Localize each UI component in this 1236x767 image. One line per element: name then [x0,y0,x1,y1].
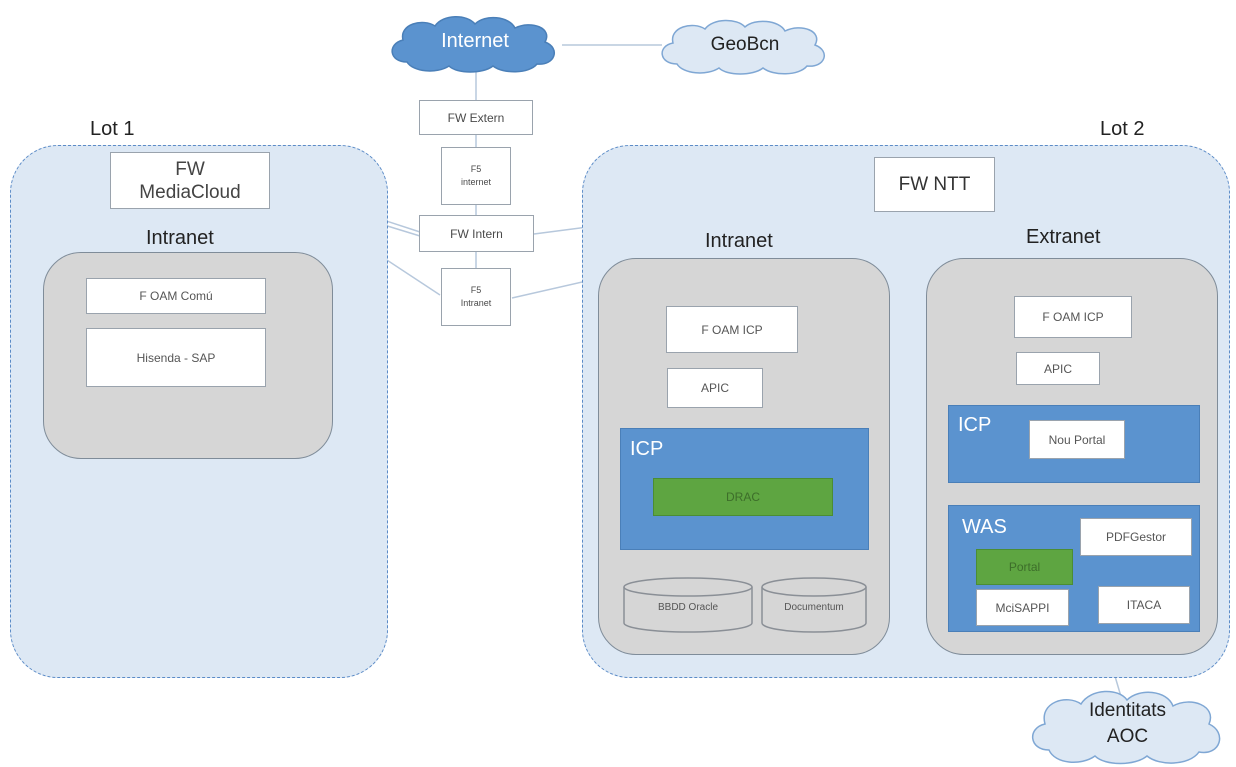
f5-internet-label-2: internet [460,177,492,187]
lot1-label: Lot 1 [90,118,135,140]
extranet-oam-icp-box: F OAM ICP [1014,296,1132,338]
fw-intern-label: FW Intern [450,226,503,241]
intranet-icp-title: ICP [630,438,664,460]
lot2-extranet-title: Extranet [1026,226,1101,248]
fw-mediacloud-label-2: MediaCloud [139,181,241,203]
internet-cloud-shape [391,16,555,73]
lot2-label: Lot 2 [1100,118,1145,140]
mcisappi-label: MciSAPPI [995,600,1050,615]
portal-box: Portal [976,549,1073,585]
portal-label: Portal [1008,560,1041,574]
extranet-oam-icp-label: F OAM ICP [1042,310,1104,324]
oam-comu-box: F OAM Comú [86,278,266,314]
itaca-label: ITACA [1126,598,1162,612]
intranet-apic-label: APIC [700,381,729,395]
internet-cloud-label: Internet [441,30,509,52]
fw-extern-label: FW Extern [447,110,505,125]
oam-comu-label: F OAM Comú [139,289,213,303]
fw-extern-box: FW Extern [419,100,533,135]
geobcn-cloud-shape [661,19,825,75]
fw-ntt-box: FW NTT [874,157,995,212]
lot1-intranet-title: Intranet [146,227,214,249]
identitats-cloud-label-2: AOC [1106,726,1149,747]
fw-mediacloud-label-1: FW [175,158,205,180]
intranet-oam-icp-box: F OAM ICP [666,306,798,353]
geobcn-cloud-label: GeoBcn [710,34,780,55]
documentum-label: Documentum [784,602,844,613]
f5-internet-box: F5 internet [441,147,511,205]
f5-intranet-box: F5 Intranet [441,268,511,326]
extranet-apic-label: APIC [1043,361,1072,376]
f5-intranet-label-2: Intranet [460,298,492,308]
mcisappi-box: MciSAPPI [976,589,1069,626]
extranet-apic-box: APIC [1016,352,1100,385]
identitats-cloud-shape [1032,690,1221,765]
nou-portal-box: Nou Portal [1029,420,1125,459]
nou-portal-label: Nou Portal [1048,432,1106,447]
drac-label: DRAC [725,490,760,504]
identitats-cloud-label-1: Identitats [1088,700,1167,721]
hisenda-sap-label: Hisenda - SAP [136,350,216,365]
lot2-intranet-title: Intranet [705,230,773,252]
extranet-icp-title: ICP [958,414,992,436]
hisenda-sap-box: Hisenda - SAP [86,328,266,387]
f5-intranet-label-1: F5 [470,285,482,295]
fw-mediacloud-box: FW MediaCloud [110,152,270,209]
itaca-box: ITACA [1098,586,1190,624]
fw-intern-box: FW Intern [419,215,534,252]
bbdd-oracle-label: BBDD Oracle [657,602,718,613]
f5-internet-label-1: F5 [470,164,482,174]
intranet-apic-box: APIC [667,368,763,408]
was-title: WAS [962,516,1007,538]
drac-box: DRAC [653,478,833,516]
pdfgestor-label: PDFGestor [1105,530,1166,544]
intranet-oam-icp-label: F OAM ICP [701,322,763,337]
fw-ntt-label: FW NTT [898,173,971,195]
pdfgestor-box: PDFGestor [1080,518,1192,556]
